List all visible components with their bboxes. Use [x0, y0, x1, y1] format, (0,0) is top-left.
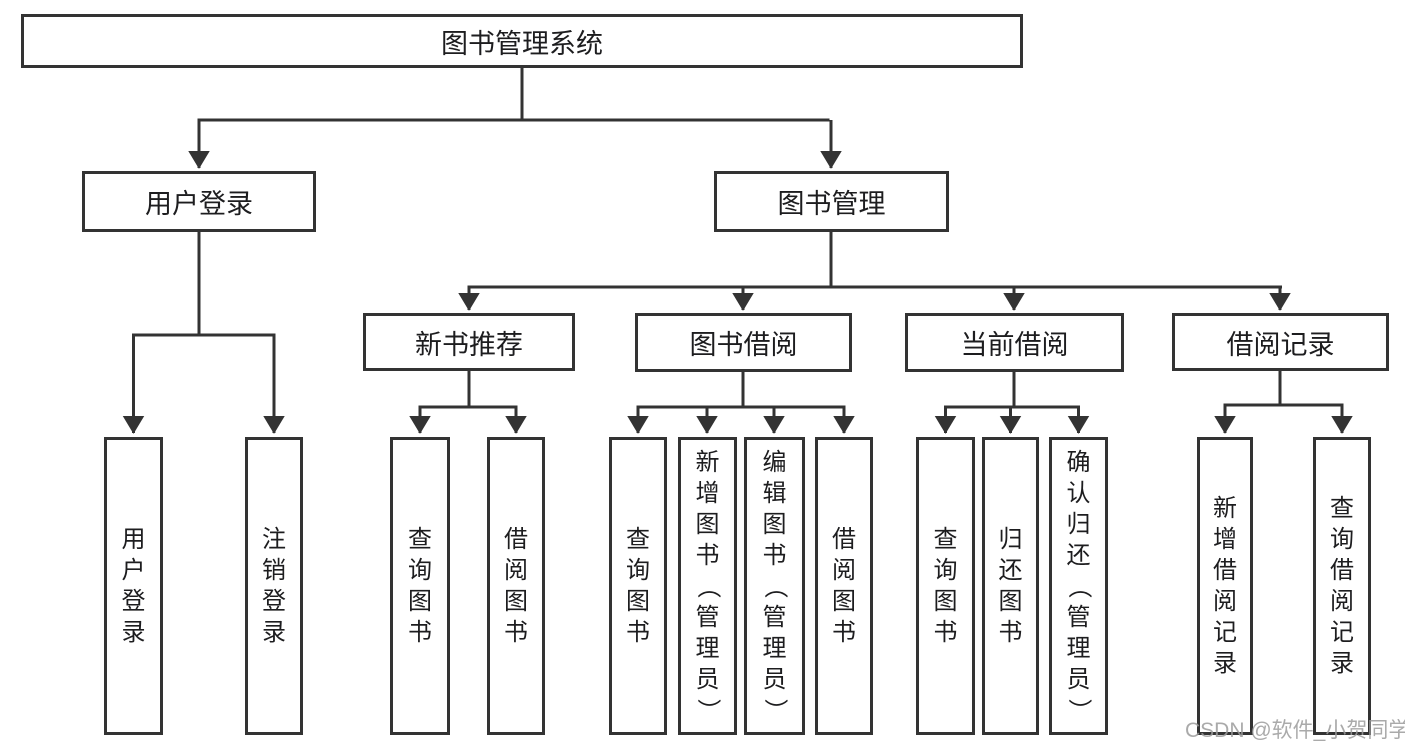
node-book-management: 图书管理: [714, 171, 949, 232]
leaf-borrow-books: 借阅图书: [815, 437, 873, 735]
leaf-query-books-borrow: 查询图书: [609, 437, 667, 735]
node-borrow-records: 借阅记录: [1172, 313, 1389, 371]
leaf-query-borrow-record: 查询借阅记录: [1313, 437, 1371, 735]
node-current-borrow: 当前借阅: [905, 313, 1124, 372]
leaf-query-books-current: 查询图书: [916, 437, 975, 735]
connector-root-to-level2: [188, 68, 842, 169]
node-book-borrow: 图书借阅: [635, 313, 852, 372]
connector-new-book-children: [409, 371, 527, 434]
leaf-return-book: 归还图书: [982, 437, 1039, 735]
connector-book-management-to-level3: [458, 232, 1291, 311]
leaf-confirm-return-admin: 确认归还（管理员）: [1049, 437, 1108, 735]
node-new-book-recommend: 新书推荐: [363, 313, 575, 371]
connector-book-borrow-children: [627, 372, 855, 434]
node-user-login: 用户登录: [82, 171, 316, 232]
connector-user-login-children: [122, 232, 285, 434]
node-library-management-system: 图书管理系统: [21, 14, 1023, 68]
leaf-borrow-books-recommend: 借阅图书: [487, 437, 545, 735]
leaf-query-books-recommend: 查询图书: [390, 437, 450, 735]
watermark: CSDN @软件_小贺同学: [1185, 719, 1405, 742]
connector-borrow-records-children: [1214, 371, 1353, 434]
connector-current-borrow-children: [934, 372, 1090, 434]
leaf-user-login: 用户登录: [104, 437, 163, 735]
leaf-logout: 注销登录: [245, 437, 303, 735]
leaf-edit-book-admin: 编辑图书（管理员）: [744, 437, 805, 735]
leaf-add-book-admin: 新增图书（管理员）: [678, 437, 737, 735]
leaf-add-borrow-record: 新增借阅记录: [1197, 437, 1253, 735]
